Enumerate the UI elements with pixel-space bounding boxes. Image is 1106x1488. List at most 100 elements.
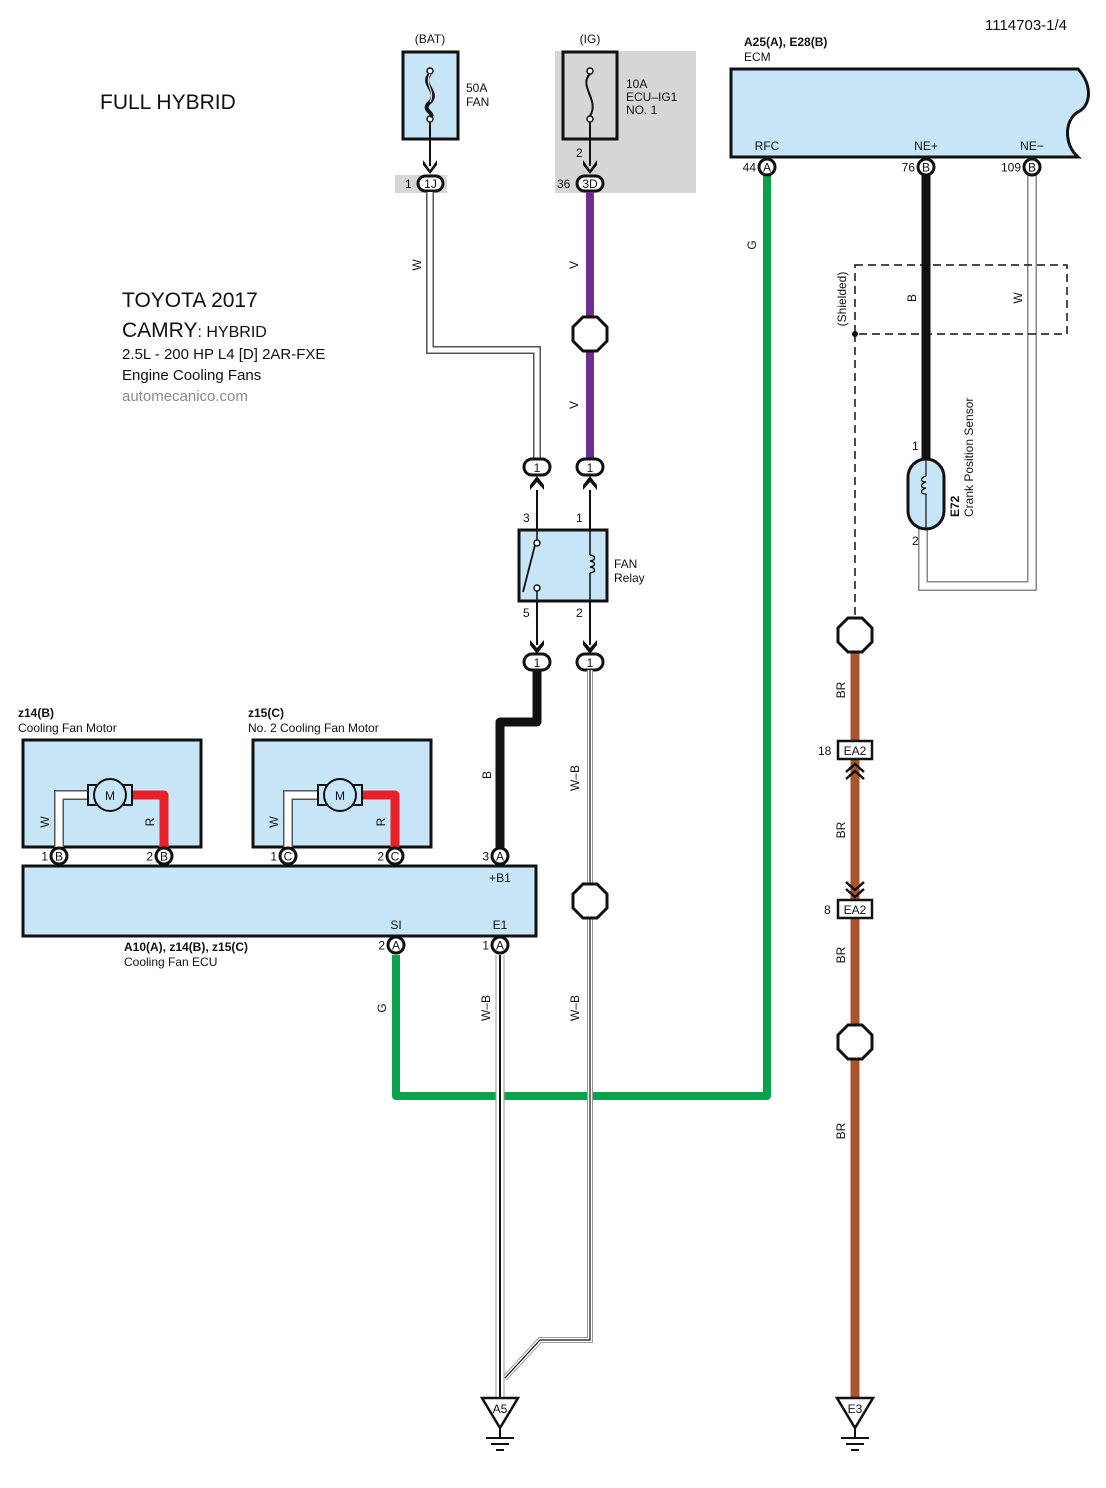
svg-text:W: W — [38, 816, 52, 828]
motor-z14-pin-2[interactable] — [154, 846, 174, 866]
connector-3d[interactable] — [575, 174, 605, 193]
wire-b-b1 — [495, 670, 542, 848]
fuse-ig-name1: ECU–IG1 — [626, 90, 678, 104]
relay-name-1: FAN — [614, 557, 637, 571]
svg-text:W: W — [410, 259, 424, 271]
ecm-name: ECM — [744, 50, 771, 64]
svg-text:W: W — [267, 816, 281, 828]
ecu-pin-1[interactable] — [490, 935, 510, 955]
page-id: 1114703-1/4 — [985, 17, 1067, 34]
arrow-down-icon — [583, 640, 597, 654]
ecm-pin-76[interactable] — [916, 157, 936, 177]
motor-z15-pin-2[interactable] — [385, 846, 405, 866]
svg-text:No. 2 Cooling Fan Motor: No. 2 Cooling Fan Motor — [248, 721, 379, 735]
wire-g — [392, 175, 771, 1100]
junction-1[interactable] — [522, 457, 552, 477]
svg-text:1: 1 — [587, 461, 594, 475]
svg-text:G: G — [375, 1003, 389, 1012]
motor-z15-pin-1[interactable] — [278, 846, 298, 866]
svg-text:V: V — [567, 261, 581, 269]
svg-text:W: W — [1011, 292, 1025, 304]
ground-a5: A5 — [479, 1396, 521, 1451]
pin-connector-letter: B — [922, 161, 930, 175]
cooling-fan-ecu[interactable] — [21, 864, 538, 938]
arrow-down-icon — [583, 160, 597, 174]
fusible-link-icon — [424, 67, 435, 123]
svg-text:1: 1 — [576, 511, 583, 525]
svg-text:B: B — [480, 771, 494, 779]
pin-connector-letter: C — [284, 850, 293, 864]
svg-text:R: R — [374, 817, 388, 826]
motor-z14-pin-1[interactable] — [49, 846, 69, 866]
arrow-up-icon — [583, 476, 597, 490]
ecm-terminal-ne-minus: NE− — [1020, 139, 1044, 153]
wire-w-bat — [426, 192, 541, 458]
splice-point — [836, 616, 874, 654]
pin-connector-letter: C — [391, 850, 400, 864]
ecu-terminal-b1: +B1 — [489, 871, 511, 885]
svg-text:1: 1 — [534, 461, 541, 475]
pin-number: 2 — [378, 939, 385, 953]
make-year: TOYOTA 2017 — [122, 289, 258, 312]
pin-number: 76 — [902, 161, 916, 175]
ecm-connectors: A25(A), E28(B) — [744, 35, 827, 49]
svg-text:1: 1 — [534, 656, 541, 670]
wire-wb-relay — [502, 670, 593, 1381]
ecu-name: Cooling Fan ECU — [124, 955, 217, 969]
ecu-pin-3[interactable] — [490, 846, 510, 866]
fuse-bat-pin: 1 — [405, 177, 412, 191]
relay-coil-icon — [589, 530, 596, 601]
ecu-terminal-si: SI — [390, 918, 401, 932]
fuse-bat-source: (BAT) — [415, 32, 445, 46]
model: CAMRY: HYBRID — [122, 319, 267, 342]
source-watermark: automecanico.com — [122, 388, 248, 405]
ecm-pin-44[interactable] — [757, 157, 777, 177]
arrow-down-icon — [423, 160, 437, 174]
junction-1[interactable] — [575, 457, 605, 477]
svg-text:W–B: W–B — [568, 995, 582, 1021]
svg-text:2: 2 — [576, 146, 583, 160]
connector-1j[interactable] — [416, 174, 445, 193]
fuse-ig-name2: NO. 1 — [626, 103, 658, 117]
connector-ea2-8[interactable] — [836, 898, 874, 920]
pin-connector-letter: B — [1028, 161, 1036, 175]
ecm-pin-109[interactable] — [1022, 157, 1042, 177]
splice-point — [571, 882, 609, 920]
svg-text:5: 5 — [523, 606, 530, 620]
svg-text:18: 18 — [818, 744, 832, 758]
pin-connector-letter: B — [160, 850, 168, 864]
svg-text:3D: 3D — [582, 177, 598, 191]
svg-text:3: 3 — [523, 511, 530, 525]
svg-text:E3: E3 — [848, 1402, 863, 1416]
ecu-connectors: A10(A), z14(B), z15(C) — [124, 940, 248, 954]
arrow-up-icon — [530, 476, 544, 490]
svg-text:z15(C): z15(C) — [248, 706, 284, 720]
motor-z15: z15(C) No. 2 Cooling Fan Motor M W R — [248, 706, 433, 849]
svg-text:2: 2 — [912, 534, 919, 548]
ground-e3: E3 — [834, 1396, 876, 1451]
pin-number: 3 — [482, 850, 489, 864]
pin-number: 44 — [743, 161, 757, 175]
crank-sensor-id: E72 — [948, 495, 962, 517]
relay-name-2: Relay — [614, 571, 645, 585]
svg-text:z14(B): z14(B) — [18, 706, 54, 720]
ecu-pin-2[interactable] — [386, 935, 406, 955]
chevron-up-icon — [845, 762, 865, 780]
svg-text:A5: A5 — [493, 1402, 508, 1416]
ecm-box[interactable] — [729, 67, 1090, 159]
splice-point — [836, 1023, 874, 1061]
svg-text:B: B — [905, 294, 919, 302]
connector-ea2-18[interactable] — [836, 739, 874, 761]
chevron-down-icon — [845, 881, 865, 899]
system-name: Engine Cooling Fans — [122, 367, 261, 384]
pin-number: 109 — [1001, 161, 1021, 175]
pin-connector-letter: A — [496, 939, 504, 953]
svg-text:2: 2 — [576, 606, 583, 620]
splice-point — [571, 315, 609, 353]
ecm-terminal-ne-plus: NE+ — [914, 139, 938, 153]
svg-text:G: G — [745, 240, 759, 249]
crank-sensor-name: Crank Position Sensor — [962, 398, 976, 517]
svg-text:BR: BR — [834, 946, 848, 963]
pin-connector-letter: B — [55, 850, 63, 864]
